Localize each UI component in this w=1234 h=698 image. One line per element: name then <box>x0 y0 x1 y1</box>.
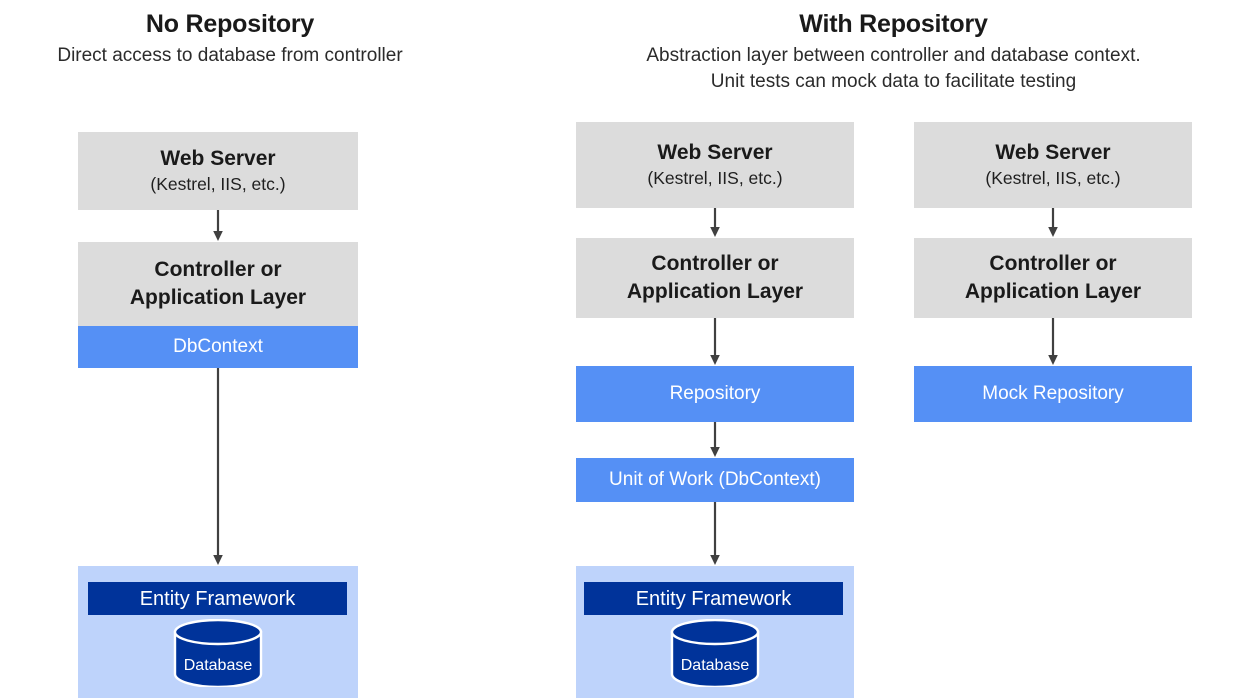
arrow-with-repo-repository-to-uow <box>707 422 723 458</box>
no-repo-controller-box[interactable]: Controller or Application Layer <box>78 242 358 326</box>
arrow-no-repo-dbcontext-to-ef <box>210 368 226 566</box>
mock-repo-web-server-box[interactable]: Web Server (Kestrel, IIS, etc.) <box>914 122 1192 208</box>
mock-repo-mock-repository-box[interactable]: Mock Repository <box>914 366 1192 422</box>
page-subtitle-with-repository: Abstraction layer between controller and… <box>646 45 1141 92</box>
arrow-no-repo-webserver-to-controller <box>210 210 226 242</box>
with-repo-web-server-title: Web Server <box>657 141 773 164</box>
no-repo-web-server-title: Web Server <box>160 147 276 170</box>
column-header-with-repository: With Repository Abstraction layer betwee… <box>553 8 1234 95</box>
mock-repo-controller-title-line1: Controller or <box>989 252 1117 275</box>
page-subtitle-no-repository: Direct access to database from controlle… <box>57 45 403 66</box>
no-repo-database-cylinder[interactable]: Database <box>173 618 263 689</box>
no-repo-dbcontext-label: DbContext <box>173 336 263 357</box>
with-repo-database-cylinder[interactable]: Database <box>670 618 760 689</box>
no-repo-database-label: Database <box>183 657 253 674</box>
with-repo-database-label: Database <box>680 657 750 674</box>
page-title-no-repository: No Repository <box>145 10 315 38</box>
with-repo-web-server-subtitle: (Kestrel, IIS, etc.) <box>647 168 783 188</box>
no-repo-web-server-subtitle: (Kestrel, IIS, etc.) <box>150 174 286 194</box>
no-repo-dbcontext-box[interactable]: DbContext <box>78 326 358 368</box>
with-repo-repository-box[interactable]: Repository <box>576 366 854 422</box>
arrow-mock-repo-webserver-to-controller <box>1045 208 1061 238</box>
page-title-with-repository: With Repository <box>799 10 988 38</box>
no-repo-web-server-box[interactable]: Web Server (Kestrel, IIS, etc.) <box>78 132 358 210</box>
arrow-mock-repo-controller-to-mock-repository <box>1045 318 1061 366</box>
with-repo-unit-of-work-label: Unit of Work (DbContext) <box>609 469 821 490</box>
with-repo-controller-box[interactable]: Controller or Application Layer <box>576 238 854 318</box>
column-header-no-repository: No Repository Direct access to database … <box>0 8 460 69</box>
mock-repo-mock-repository-label: Mock Repository <box>982 383 1124 404</box>
with-repo-entity-framework-box[interactable]: Entity Framework <box>584 582 843 615</box>
no-repo-controller-title-line1: Controller or <box>154 258 282 281</box>
no-repo-controller-title-line2: Application Layer <box>129 286 307 309</box>
with-repo-unit-of-work-box[interactable]: Unit of Work (DbContext) <box>576 458 854 502</box>
mock-repo-web-server-title: Web Server <box>995 141 1111 164</box>
with-repo-web-server-box[interactable]: Web Server (Kestrel, IIS, etc.) <box>576 122 854 208</box>
arrow-with-repo-uow-to-ef <box>707 502 723 566</box>
arrow-with-repo-webserver-to-controller <box>707 208 723 238</box>
no-repo-entity-framework-box[interactable]: Entity Framework <box>88 582 347 615</box>
no-repo-entity-framework-label: Entity Framework <box>139 587 296 610</box>
with-repo-entity-framework-label: Entity Framework <box>635 587 792 610</box>
arrow-with-repo-controller-to-repository <box>707 318 723 366</box>
mock-repo-controller-box[interactable]: Controller or Application Layer <box>914 238 1192 318</box>
mock-repo-controller-title-line2: Application Layer <box>964 280 1142 303</box>
mock-repo-web-server-subtitle: (Kestrel, IIS, etc.) <box>985 168 1121 188</box>
with-repo-repository-label: Repository <box>669 383 761 404</box>
with-repo-controller-title-line1: Controller or <box>651 252 779 275</box>
with-repo-controller-title-line2: Application Layer <box>626 280 804 303</box>
